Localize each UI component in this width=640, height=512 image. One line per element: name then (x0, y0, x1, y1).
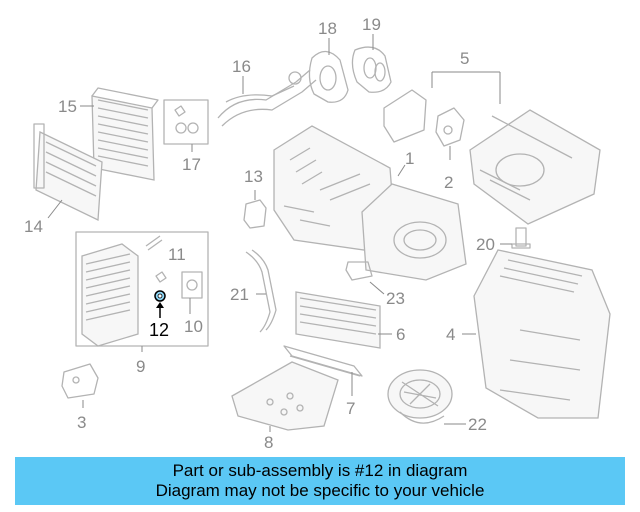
callout-22: 22 (468, 415, 487, 434)
callout-20: 20 (476, 235, 495, 254)
part-4-lower-housing (473, 249, 611, 419)
part-14-heater-core (33, 123, 103, 222)
banner-line-2: Diagram may not be specific to your vehi… (155, 481, 485, 500)
callout-18: 18 (318, 19, 337, 38)
part-17-fittings (163, 99, 209, 145)
callout-10: 10 (184, 317, 203, 336)
callout-16: 16 (232, 57, 251, 76)
part-15-evaporator (91, 87, 159, 181)
callout-1: 1 (405, 149, 414, 168)
part-7-bracket (283, 345, 363, 377)
callout-15: 15 (58, 97, 77, 116)
callout-2: 2 (444, 173, 453, 192)
parts-diagram: 1 2 3 4 5 6 7 8 9 10 11 12 13 14 15 16 1… (24, 15, 611, 452)
part-18-seal (308, 50, 349, 103)
callout-19: 19 (362, 15, 381, 34)
part-22-blower (387, 369, 453, 424)
info-banner: Part or sub-assembly is #12 in diagram D… (15, 457, 625, 505)
callout-7: 7 (346, 399, 355, 418)
part-9-module-box (75, 231, 209, 347)
callout-13: 13 (244, 167, 263, 186)
part-16-hoses (217, 69, 317, 127)
callout-3: 3 (77, 413, 86, 432)
callout-11: 11 (168, 245, 186, 264)
part-3-bracket (61, 363, 99, 399)
part-21-hose (245, 249, 277, 333)
callout-21: 21 (230, 285, 249, 304)
callout-4: 4 (446, 325, 455, 344)
callout-5: 5 (460, 49, 469, 68)
callout-9: 9 (136, 357, 145, 376)
callout-8: 8 (264, 433, 273, 452)
part-5-flap-assembly (383, 89, 601, 225)
part-8-tray (231, 361, 339, 431)
callout-14: 14 (24, 217, 43, 236)
part-20-bolt (511, 227, 531, 249)
callout-17: 17 (182, 155, 201, 174)
part-6-filter (295, 291, 381, 349)
part-2-actuator (435, 107, 465, 147)
callout-23: 23 (386, 289, 405, 308)
part-12-arrow (156, 302, 164, 318)
banner-line-1: Part or sub-assembly is #12 in diagram (172, 461, 468, 480)
callout-12: 12 (149, 320, 169, 340)
part-12-o-ring (154, 290, 166, 302)
part-19-seal (351, 46, 392, 93)
part-23-resistor (345, 261, 373, 281)
part-1-housing (273, 125, 467, 281)
part-13-sensor (243, 199, 267, 229)
callout-6: 6 (396, 325, 405, 344)
